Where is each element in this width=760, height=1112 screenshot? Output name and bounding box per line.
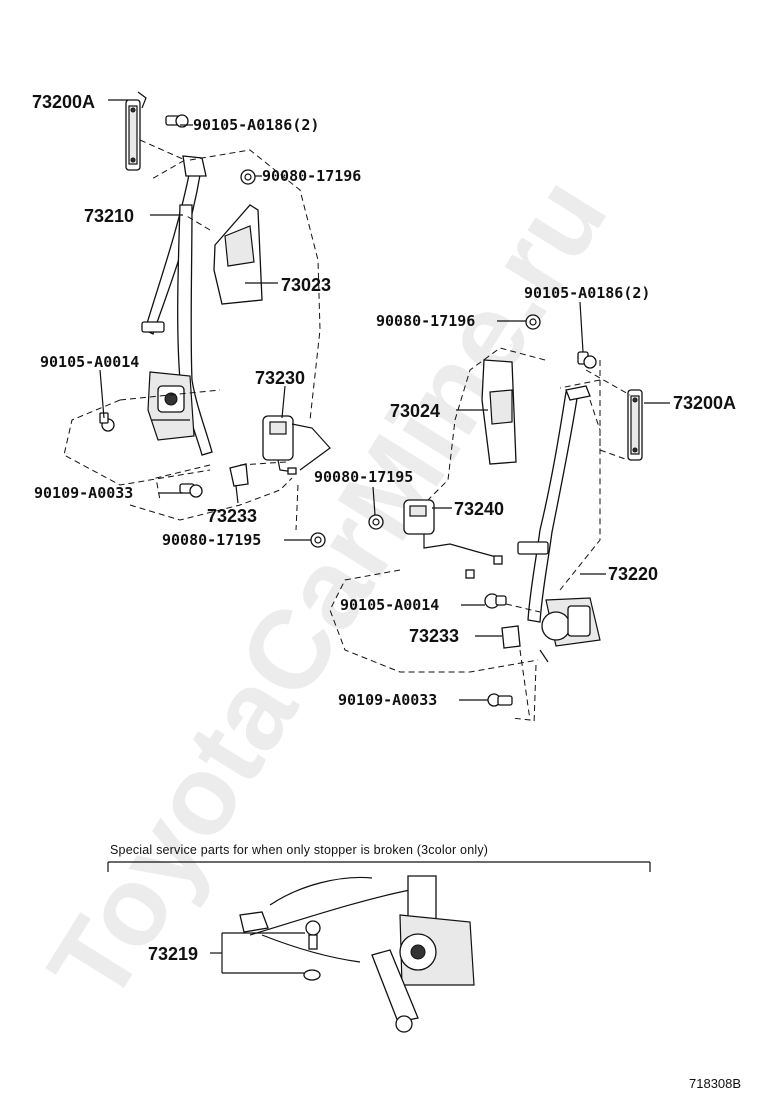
label-73219: 73219 xyxy=(148,944,198,964)
label-73024: 73024 xyxy=(390,401,440,421)
left-adjuster-illustration xyxy=(125,91,147,171)
left-bolt-90109-a0033-illustration xyxy=(179,483,203,498)
label-90105-a0186-right: 90105-A0186(2) xyxy=(524,284,650,302)
left-leader-lines xyxy=(99,99,311,541)
label-73210: 73210 xyxy=(84,206,134,226)
right-leader-lines xyxy=(372,301,670,701)
label-73233-left: 73233 xyxy=(207,506,257,526)
special-parts-section: Special service parts for when only stop… xyxy=(107,843,651,1033)
left-bolt-90105-a0014-illustration xyxy=(99,412,115,432)
right-bolt-90109-a0033-illustration xyxy=(487,693,513,707)
right-belt-73220-illustration xyxy=(517,385,591,623)
special-parts-caption: Special service parts for when only stop… xyxy=(110,843,488,857)
left-pillar-cover-73023-illustration xyxy=(213,204,263,305)
label-90080-17196-left: 90080-17196 xyxy=(262,167,361,185)
left-nut-90080-17196-illustration xyxy=(240,169,256,185)
stopper-assembly-illustration xyxy=(239,875,475,1033)
right-seat-belt-assembly xyxy=(329,314,643,726)
label-73200a-left: 73200A xyxy=(32,92,95,112)
label-90080-17195-left: 90080-17195 xyxy=(162,531,261,549)
label-73023: 73023 xyxy=(281,275,331,295)
label-73230: 73230 xyxy=(255,368,305,388)
right-bolt-90105-a0014-illustration xyxy=(484,593,507,609)
right-adjuster-illustration xyxy=(627,389,643,461)
right-buckle-73240-illustration xyxy=(403,499,503,579)
right-pillar-cover-73024-illustration xyxy=(481,359,517,465)
left-cover-73233-illustration xyxy=(229,463,249,487)
label-90109-a0033-left: 90109-A0033 xyxy=(34,484,133,502)
label-73200a-right: 73200A xyxy=(673,393,736,413)
label-73240: 73240 xyxy=(454,499,504,519)
left-seat-belt-assembly xyxy=(63,91,331,548)
label-90105-a0186-left: 90105-A0186(2) xyxy=(193,116,319,134)
left-bolt-90105-a0186-illustration xyxy=(165,114,189,128)
figure-id: 718308B xyxy=(689,1076,741,1091)
label-73233-right: 73233 xyxy=(409,626,459,646)
label-90080-17196-right: 90080-17196 xyxy=(376,312,475,330)
left-retractor-illustration xyxy=(147,371,195,441)
right-nut-90080-17195-illustration xyxy=(368,514,384,530)
right-retractor-illustration xyxy=(539,597,601,663)
left-buckle-73230-illustration xyxy=(262,415,331,475)
right-bolt-90105-a0186-illustration xyxy=(577,351,597,369)
label-90080-17195-right: 90080-17195 xyxy=(314,468,413,486)
label-90109-a0033-right: 90109-A0033 xyxy=(338,691,437,709)
label-90105-a0014-left: 90105-A0014 xyxy=(40,353,139,371)
label-73220: 73220 xyxy=(608,564,658,584)
left-nut-90080-17195-illustration xyxy=(310,532,326,548)
right-nut-90080-17196-illustration xyxy=(525,314,541,330)
right-cover-73233-illustration xyxy=(501,625,521,649)
label-90105-a0014-right: 90105-A0014 xyxy=(340,596,439,614)
